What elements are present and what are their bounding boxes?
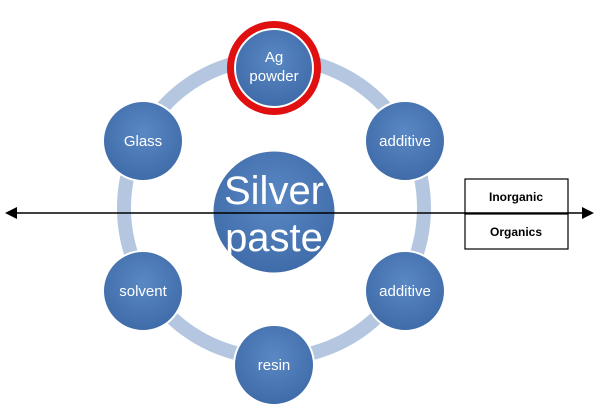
center-node-silver-paste: Silver paste [210,148,338,276]
node-label-solvent: solvent [119,283,167,300]
legend-label-organics: Organics [490,225,542,239]
classification-legend: Inorganic Organics [464,178,569,250]
node-solvent: solvent [102,250,184,332]
arrowhead-right [582,207,594,219]
arrowhead-left [5,207,17,219]
legend-box-inorganic [464,178,569,215]
node-additive-lower: additive [364,250,446,332]
center-label-line2: paste [225,216,323,260]
legend-label-inorganic: Inorganic [489,190,543,204]
node-label-ag: Ag [265,49,283,66]
legend-box-organics [464,213,569,250]
center-label-line1: Silver [224,169,324,213]
node-label-resin: resin [258,357,291,374]
node-additive-upper: additive [364,100,446,182]
node-ag-powder: Ag powder [227,21,321,115]
node-label-additive-upper: additive [379,133,431,150]
node-label-powder: powder [249,68,298,85]
node-label-additive-lower: additive [379,283,431,300]
node-glass: Glass [102,100,184,182]
node-resin: resin [233,324,315,406]
node-label-glass: Glass [124,133,162,150]
